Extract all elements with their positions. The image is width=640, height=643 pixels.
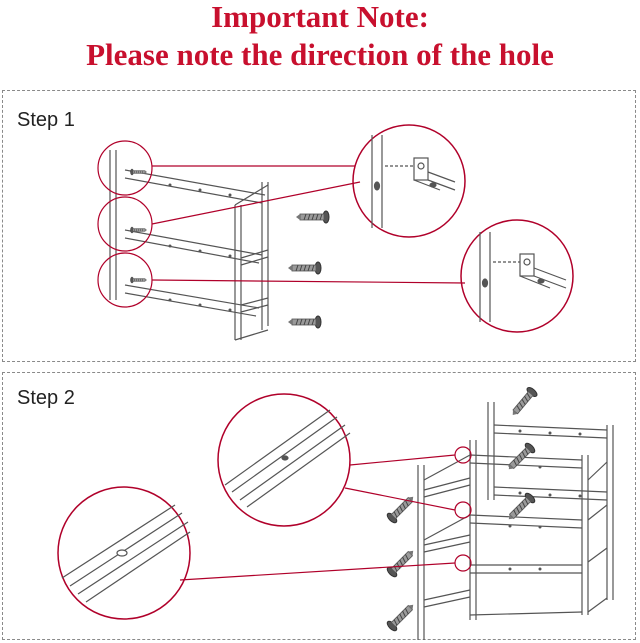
step-1-panel: Step 1 [2,90,636,362]
screw-icon [130,168,148,176]
step-1-label: Step 1 [17,109,75,131]
rail-hole-detail-1 [224,409,351,508]
title-hole-direction: Please note the direction of the hole [86,37,554,72]
screw-icon [130,276,148,284]
step-1-drawing [109,150,269,341]
rail-hole-detail-2 [61,504,191,603]
screw-icon [287,315,322,329]
bracket-hole-detail-2 [479,232,567,322]
step-1-callouts [97,124,574,333]
step-2-screws [385,385,540,633]
screw-icon [507,385,540,420]
step-2-holes [508,429,582,571]
screw-icon [385,600,418,633]
step-2-callouts [57,393,472,620]
step-2-drawing [417,402,614,640]
step-2-panel: Step 2 [2,372,636,640]
screw-icon [385,546,418,579]
title-important-note: Important Note: [211,0,429,34]
step-2-label: Step 2 [17,387,75,409]
bracket-hole-detail-1 [371,135,456,228]
screw-icon [295,210,330,224]
step-1-large-screws [287,210,330,329]
screw-icon [287,261,322,275]
